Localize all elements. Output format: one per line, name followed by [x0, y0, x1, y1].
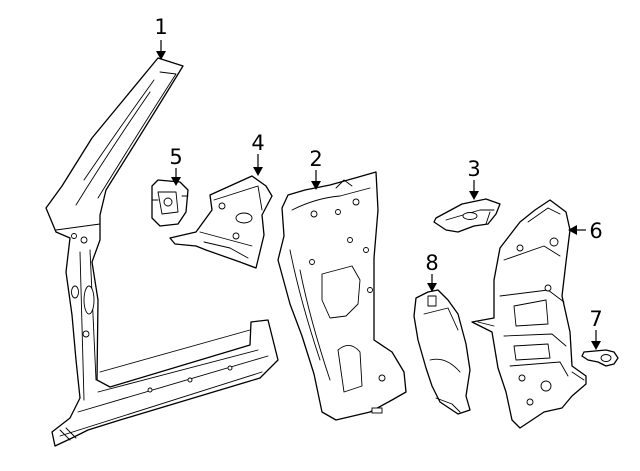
callout-1: 1 — [154, 15, 167, 39]
callout-8: 8 — [425, 251, 438, 275]
part-6-b-pillar — [471, 199, 587, 429]
part-3-bracket — [433, 198, 501, 233]
callout-2: 2 — [309, 147, 322, 171]
callout-3: 3 — [467, 157, 480, 181]
part-7-clip — [581, 349, 619, 367]
part-1-a-pillar-rocker — [45, 57, 279, 447]
callout-7: 7 — [589, 307, 602, 331]
callout-5: 5 — [169, 145, 182, 169]
part-2-inner-body-panel — [277, 171, 407, 421]
part-8-panel — [413, 289, 471, 415]
callout-4: 4 — [251, 131, 264, 155]
callout-6: 6 — [589, 219, 602, 243]
leader-lines — [156, 40, 601, 350]
part-5-bracket — [151, 179, 189, 227]
part-4-hinge-bracket — [169, 175, 273, 269]
